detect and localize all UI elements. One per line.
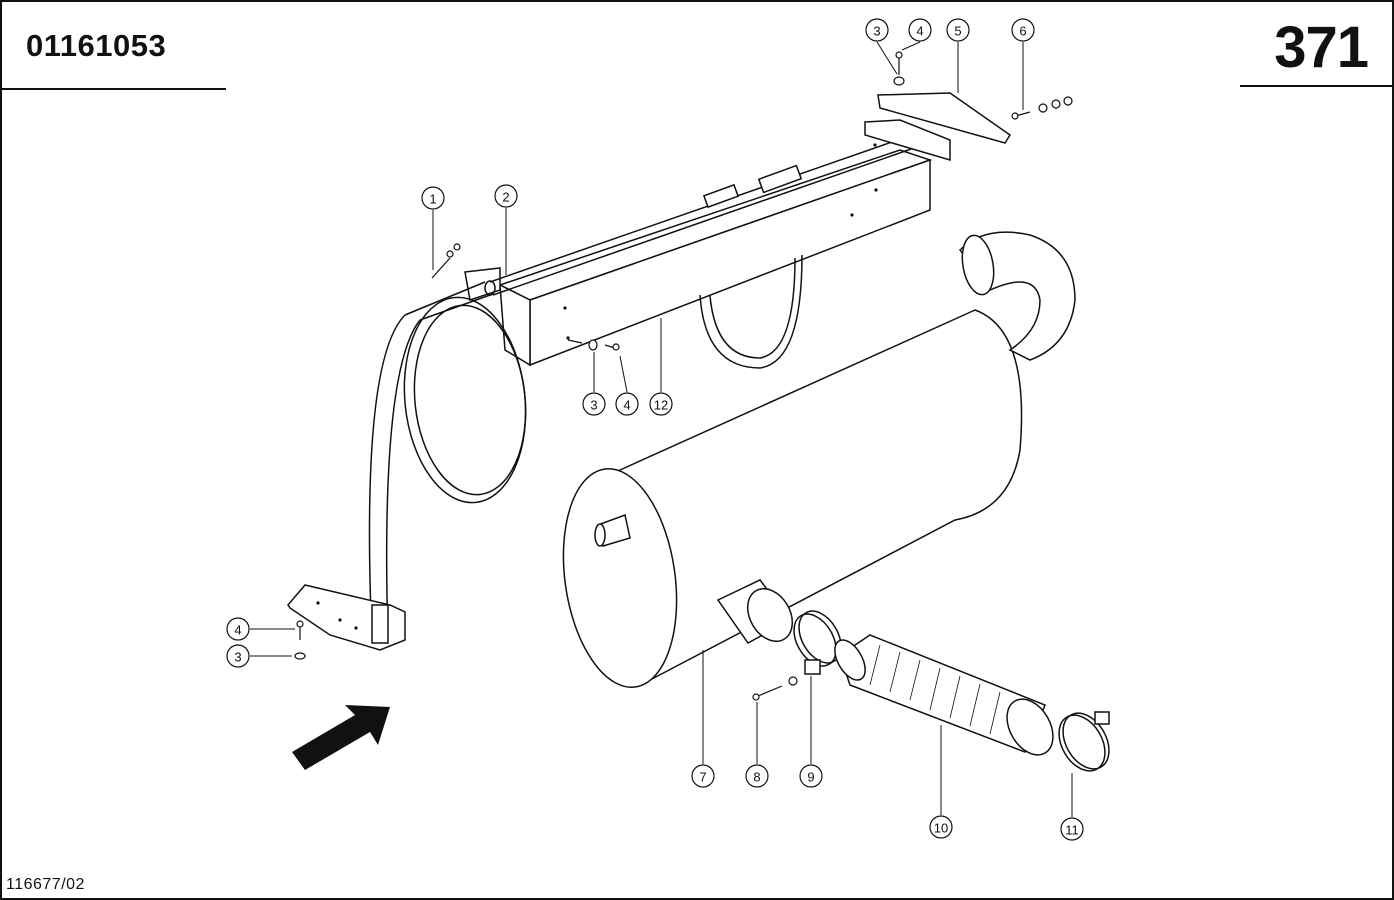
callout-label: 11 bbox=[1065, 823, 1079, 838]
callout-balloon bbox=[929, 815, 953, 839]
callout-balloon bbox=[745, 764, 769, 788]
callout-label: 7 bbox=[699, 770, 706, 785]
vertical-support-tube bbox=[368, 280, 496, 641]
mounting-plate-upper bbox=[864, 92, 1012, 162]
callout-balloon bbox=[649, 392, 673, 416]
callout-label: 4 bbox=[916, 24, 923, 39]
callout-label: 9 bbox=[807, 770, 814, 785]
callout-label: 1 bbox=[429, 192, 436, 207]
callout-balloon bbox=[946, 18, 970, 42]
fasteners bbox=[294, 51, 1073, 701]
callout-balloon bbox=[1060, 817, 1084, 841]
callout-label: 3 bbox=[590, 398, 597, 413]
document-number: 01161053 bbox=[26, 28, 167, 63]
direction-arrow bbox=[292, 705, 390, 770]
drawing-reference: 116677/02 bbox=[6, 876, 85, 893]
foot-plate bbox=[287, 584, 406, 651]
callout-label: 3 bbox=[873, 24, 880, 39]
support-bracket bbox=[464, 149, 933, 367]
outlet-pipe bbox=[716, 579, 794, 644]
muffler-inlet-stub bbox=[594, 513, 631, 547]
flex-hose-ribs bbox=[869, 644, 1001, 735]
callout-label: 12 bbox=[654, 398, 668, 413]
callout-label: 6 bbox=[1019, 24, 1026, 39]
clamp-ring-9 bbox=[793, 610, 842, 675]
callout-balloon bbox=[799, 764, 823, 788]
foot-plate-holes bbox=[316, 601, 358, 630]
leader-lines bbox=[250, 41, 1073, 817]
callout-balloon bbox=[226, 644, 250, 668]
callout-balloon bbox=[1011, 18, 1035, 42]
elbow-outlet bbox=[959, 231, 1076, 361]
callout-label: 8 bbox=[753, 770, 760, 785]
callout-balloon bbox=[582, 392, 606, 416]
callout-balloon bbox=[691, 764, 715, 788]
callout-label: 2 bbox=[502, 190, 509, 205]
callout-labels: 1 2 3 4 5 6 3 4 12 4 3 7 8 9 10 11 bbox=[234, 24, 1078, 838]
callout-label: 10 bbox=[934, 821, 948, 836]
callout-balloon bbox=[421, 186, 445, 210]
callout-label: 3 bbox=[234, 650, 241, 665]
callout-balloon bbox=[908, 18, 932, 42]
flex-hose bbox=[834, 634, 1054, 756]
muffler-body bbox=[562, 309, 1023, 688]
callout-balloon bbox=[494, 184, 518, 208]
callout-balloon bbox=[865, 18, 889, 42]
page-number: 371 bbox=[1274, 15, 1369, 80]
callout-label: 5 bbox=[954, 24, 961, 39]
callout-balloon bbox=[615, 392, 639, 416]
callout-label: 4 bbox=[623, 398, 630, 413]
callout-balloons bbox=[226, 18, 1084, 841]
callout-balloon bbox=[226, 617, 250, 641]
clamp-ring-11 bbox=[1058, 711, 1110, 772]
callout-label: 4 bbox=[234, 623, 241, 638]
strap-band-right bbox=[699, 254, 803, 369]
rail-clamps bbox=[702, 164, 803, 209]
